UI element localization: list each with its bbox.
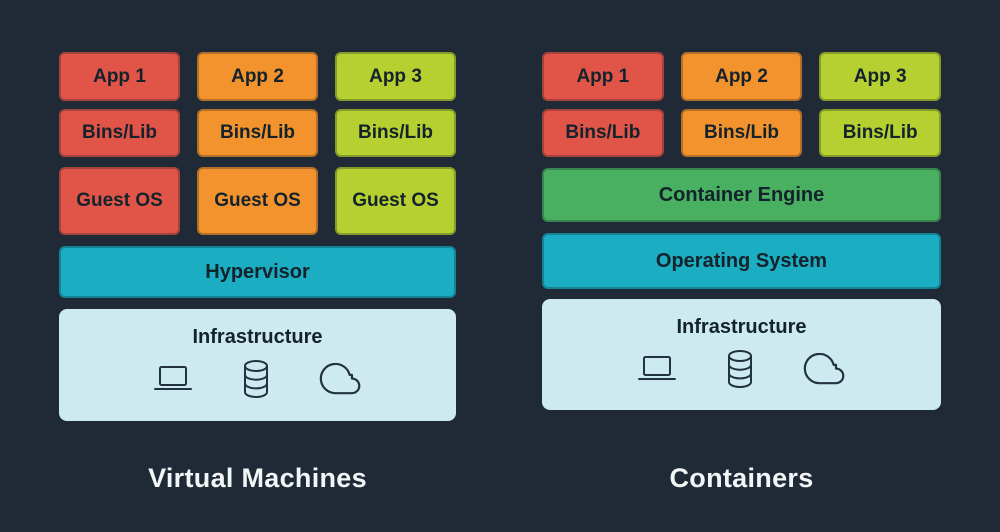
vm-infrastructure-icons <box>153 358 363 400</box>
operating-system-box: Operating System <box>542 233 941 289</box>
vm-infrastructure-label: Infrastructure <box>192 326 323 348</box>
ct-app-2-box: App 2 <box>680 52 803 101</box>
ct-app-3-box: App 3 <box>819 52 942 101</box>
database-icon <box>241 359 271 399</box>
containers-stack: App 1 App 2 App 3 Bins/Lib Bins/Lib Bins… <box>542 52 942 410</box>
vm-binslib-2-box: Bins/Lib <box>197 109 318 157</box>
vm-binslib-1-box: Bins/Lib <box>59 109 180 157</box>
vm-binslib-3-box: Bins/Lib <box>335 109 456 157</box>
laptop-icon <box>153 365 193 393</box>
virtual-machines-title: Virtual Machines <box>148 463 367 493</box>
virtual-machines-stack: App 1 App 2 App 3 Bins/Lib Bins/Lib Bins… <box>59 52 456 421</box>
cloud-icon <box>803 353 847 385</box>
vm-app-3-box: App 3 <box>335 52 456 101</box>
vm-infrastructure-box: Infrastructure <box>59 309 456 421</box>
cloud-icon <box>319 363 363 395</box>
database-icon <box>725 349 755 389</box>
vm-app-1-box: App 1 <box>59 52 180 101</box>
ct-infrastructure-icons <box>637 348 847 390</box>
laptop-icon <box>637 355 677 383</box>
vm-guestos-2-box: Guest OS <box>197 167 318 235</box>
ct-binslib-row: Bins/Lib Bins/Lib Bins/Lib <box>542 109 942 157</box>
ct-app-row: App 1 App 2 App 3 <box>542 52 942 101</box>
vm-binslib-row: Bins/Lib Bins/Lib Bins/Lib <box>59 109 456 157</box>
ct-app-1-box: App 1 <box>542 52 664 101</box>
ct-infrastructure-box: Infrastructure <box>542 299 941 410</box>
ct-binslib-1-box: Bins/Lib <box>542 109 664 157</box>
vm-app-2-box: App 2 <box>197 52 318 101</box>
vm-guestos-1-box: Guest OS <box>59 167 180 235</box>
containers-title: Containers <box>669 463 814 493</box>
ct-binslib-3-box: Bins/Lib <box>819 109 942 157</box>
hypervisor-box: Hypervisor <box>59 246 456 298</box>
vm-guestos-3-box: Guest OS <box>335 167 456 235</box>
vm-guestos-row: Guest OS Guest OS Guest OS <box>59 167 456 235</box>
ct-binslib-2-box: Bins/Lib <box>680 109 803 157</box>
ct-infrastructure-label: Infrastructure <box>676 316 807 338</box>
vm-app-row: App 1 App 2 App 3 <box>59 52 456 101</box>
container-engine-box: Container Engine <box>542 168 941 222</box>
